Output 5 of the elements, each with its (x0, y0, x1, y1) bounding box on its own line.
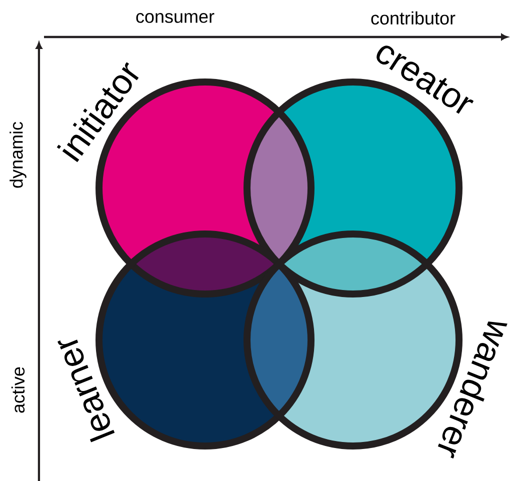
axis-label: contributor (371, 11, 456, 25)
axis-label: active (11, 367, 25, 413)
circle-label: learner (58, 340, 115, 442)
axis-label: consumer (136, 13, 214, 23)
axis-label: dynamic (10, 122, 26, 188)
